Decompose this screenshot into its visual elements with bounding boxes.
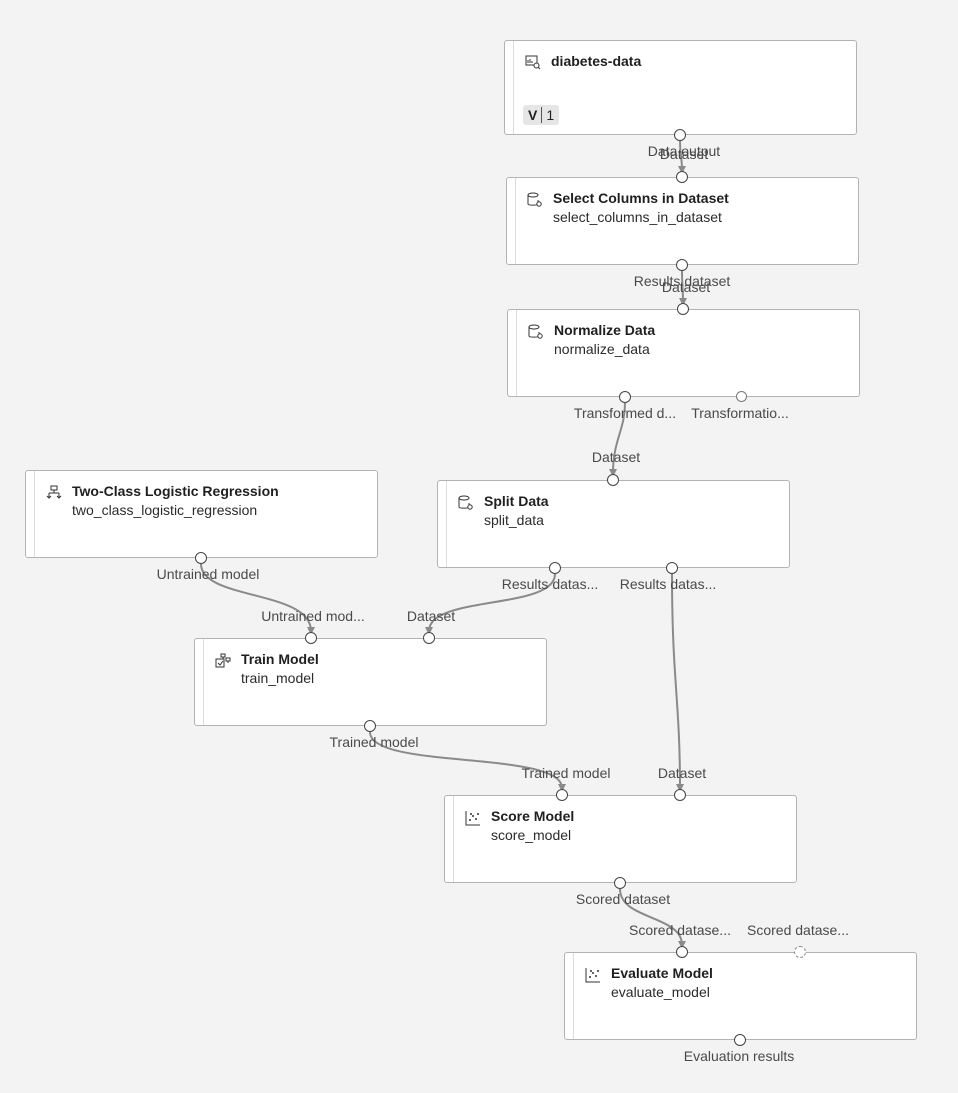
port-label: Results dataset [633, 273, 731, 289]
port-split-input[interactable] [607, 474, 619, 486]
node-subtitle: score_model [491, 827, 572, 843]
node-stripe [34, 471, 35, 557]
node-title: diabetes-data [551, 53, 642, 69]
port-evaluate-input-2[interactable] [794, 946, 806, 958]
port-lr-output[interactable] [195, 552, 207, 564]
data-transform-icon [528, 324, 544, 340]
node-title: Two-Class Logistic Regression [72, 483, 279, 499]
scatter-icon [585, 967, 601, 983]
node-train-model[interactable]: Train Model train_model [194, 638, 547, 726]
port-label: Transformatio... [691, 405, 789, 421]
port-label: Results datas... [619, 576, 717, 592]
tree-icon [46, 485, 62, 501]
port-split-output-1[interactable] [549, 562, 561, 574]
port-label: Trained model [329, 734, 419, 750]
node-stripe [513, 41, 514, 134]
port-label: Transformed d... [573, 405, 677, 421]
node-logistic-regression[interactable]: Two-Class Logistic Regression two_class_… [25, 470, 378, 558]
port-label: Dataset [591, 449, 641, 465]
port-select-input[interactable] [676, 171, 688, 183]
port-select-output[interactable] [676, 259, 688, 271]
port-train-input-1[interactable] [305, 632, 317, 644]
node-stripe [203, 639, 204, 725]
node-stripe [516, 310, 517, 396]
port-train-output[interactable] [364, 720, 376, 732]
port-label: Untrained mod... [261, 608, 365, 624]
port-label: Dataset [657, 765, 707, 781]
port-normalize-output-2[interactable] [736, 391, 747, 402]
node-subtitle: two_class_logistic_regression [72, 502, 258, 518]
node-title: Normalize Data [554, 322, 656, 338]
node-subtitle: split_data [484, 512, 544, 528]
node-normalize-data[interactable]: Normalize Data normalize_data [507, 309, 860, 397]
port-label: Data output [647, 143, 721, 159]
port-label: Scored datase... [629, 922, 731, 938]
port-label: Dataset [659, 146, 709, 162]
node-split-data[interactable]: Split Data split_data [437, 480, 790, 568]
port-normalize-input[interactable] [677, 303, 689, 315]
port-label: Evaluation results [683, 1048, 795, 1064]
node-title: Train Model [241, 651, 319, 667]
port-label: Dataset [406, 608, 456, 624]
node-title: Select Columns in Dataset [553, 190, 729, 206]
version-number: 1 [546, 107, 555, 123]
scatter-icon [465, 810, 481, 826]
train-icon [215, 653, 231, 669]
node-stripe [573, 953, 574, 1039]
node-title: Split Data [484, 493, 549, 509]
node-subtitle: train_model [241, 670, 315, 686]
node-select-columns[interactable]: Select Columns in Dataset select_columns… [506, 177, 859, 265]
dataset-icon [525, 54, 541, 70]
wire-split-to-score [671, 573, 684, 792]
node-score-model[interactable]: Score Model score_model [444, 795, 797, 883]
data-transform-icon [527, 192, 543, 208]
node-title: Evaluate Model [611, 965, 713, 981]
port-normalize-output-1[interactable] [619, 391, 631, 403]
port-label: Trained model [521, 765, 611, 781]
port-label: Dataset [661, 279, 711, 295]
port-evaluate-output[interactable] [734, 1034, 746, 1046]
port-label: Scored datase... [747, 922, 849, 938]
port-score-input-1[interactable] [556, 789, 568, 801]
port-label: Results datas... [501, 576, 599, 592]
port-label: Scored dataset [575, 891, 671, 907]
data-transform-icon [458, 495, 474, 511]
port-split-output-2[interactable] [666, 562, 678, 574]
version-badge: V 1 [523, 105, 560, 125]
node-subtitle: normalize_data [554, 341, 650, 357]
port-label: Untrained model [156, 566, 260, 582]
node-stripe [446, 481, 447, 567]
node-subtitle: select_columns_in_dataset [553, 209, 722, 225]
version-label: V [528, 107, 543, 123]
node-subtitle: evaluate_model [611, 984, 710, 1000]
port-evaluate-input-1[interactable] [676, 946, 688, 958]
port-score-input-2[interactable] [674, 789, 686, 801]
port-diabetes-output[interactable] [674, 129, 686, 141]
node-stripe [515, 178, 516, 264]
port-score-output[interactable] [614, 877, 626, 889]
node-diabetes-data[interactable]: diabetes-data V 1 [504, 40, 857, 135]
port-train-input-2[interactable] [423, 632, 435, 644]
node-stripe [453, 796, 454, 882]
node-title: Score Model [491, 808, 575, 824]
node-evaluate-model[interactable]: Evaluate Model evaluate_model [564, 952, 917, 1040]
